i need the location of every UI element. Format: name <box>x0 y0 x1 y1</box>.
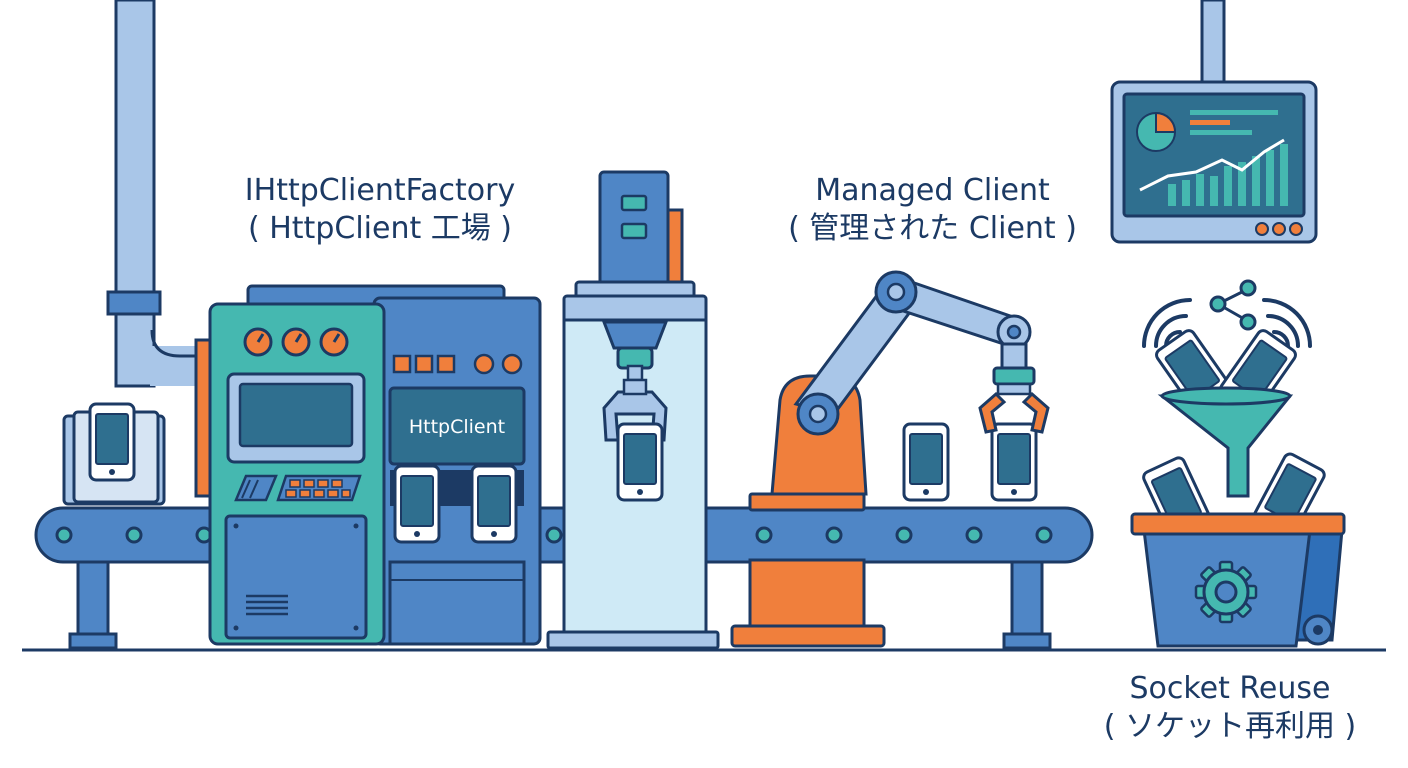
wifi-icon <box>1262 298 1312 348</box>
managed-client-label-title: Managed Client <box>815 173 1050 208</box>
factory-label-title: IHttpClientFactory <box>244 173 516 208</box>
conveyor-roller <box>125 526 143 544</box>
press-machine <box>546 170 720 650</box>
conveyor-roller <box>965 526 983 544</box>
managed-client-label: Managed Client ( 管理された Client ) <box>750 172 1115 249</box>
recycle-bin <box>1130 326 1346 648</box>
managed-client-label-subtitle: ( 管理された Client ) <box>788 211 1077 247</box>
socket-reuse-label: Socket Reuse ( ソケット再利用 ) <box>1080 670 1380 747</box>
conveyor-roller <box>895 526 913 544</box>
conveyor-roller <box>755 526 773 544</box>
factory-label: IHttpClientFactory ( HttpClient 工場 ) <box>195 172 565 249</box>
conveyor-roller <box>545 526 563 544</box>
socket-reuse-label-subtitle: ( ソケット再利用 ) <box>1103 709 1357 745</box>
conveyor-roller <box>1035 526 1053 544</box>
gear-icon <box>1194 560 1258 624</box>
socket-reuse-label-title: Socket Reuse <box>1129 671 1331 706</box>
share-icon <box>1209 279 1257 331</box>
factory-label-subtitle: ( HttpClient 工場 ) <box>248 211 512 247</box>
phone-stack <box>62 402 166 506</box>
robot-arm <box>730 270 1050 648</box>
conveyor-roller <box>55 526 73 544</box>
conveyor-roller <box>825 526 843 544</box>
dashboard-monitor <box>1110 0 1318 244</box>
httpclient-screen <box>388 386 526 466</box>
httpclient-screen-text: HttpClient <box>409 416 505 438</box>
client-factory-machine: HttpClient <box>194 284 542 646</box>
